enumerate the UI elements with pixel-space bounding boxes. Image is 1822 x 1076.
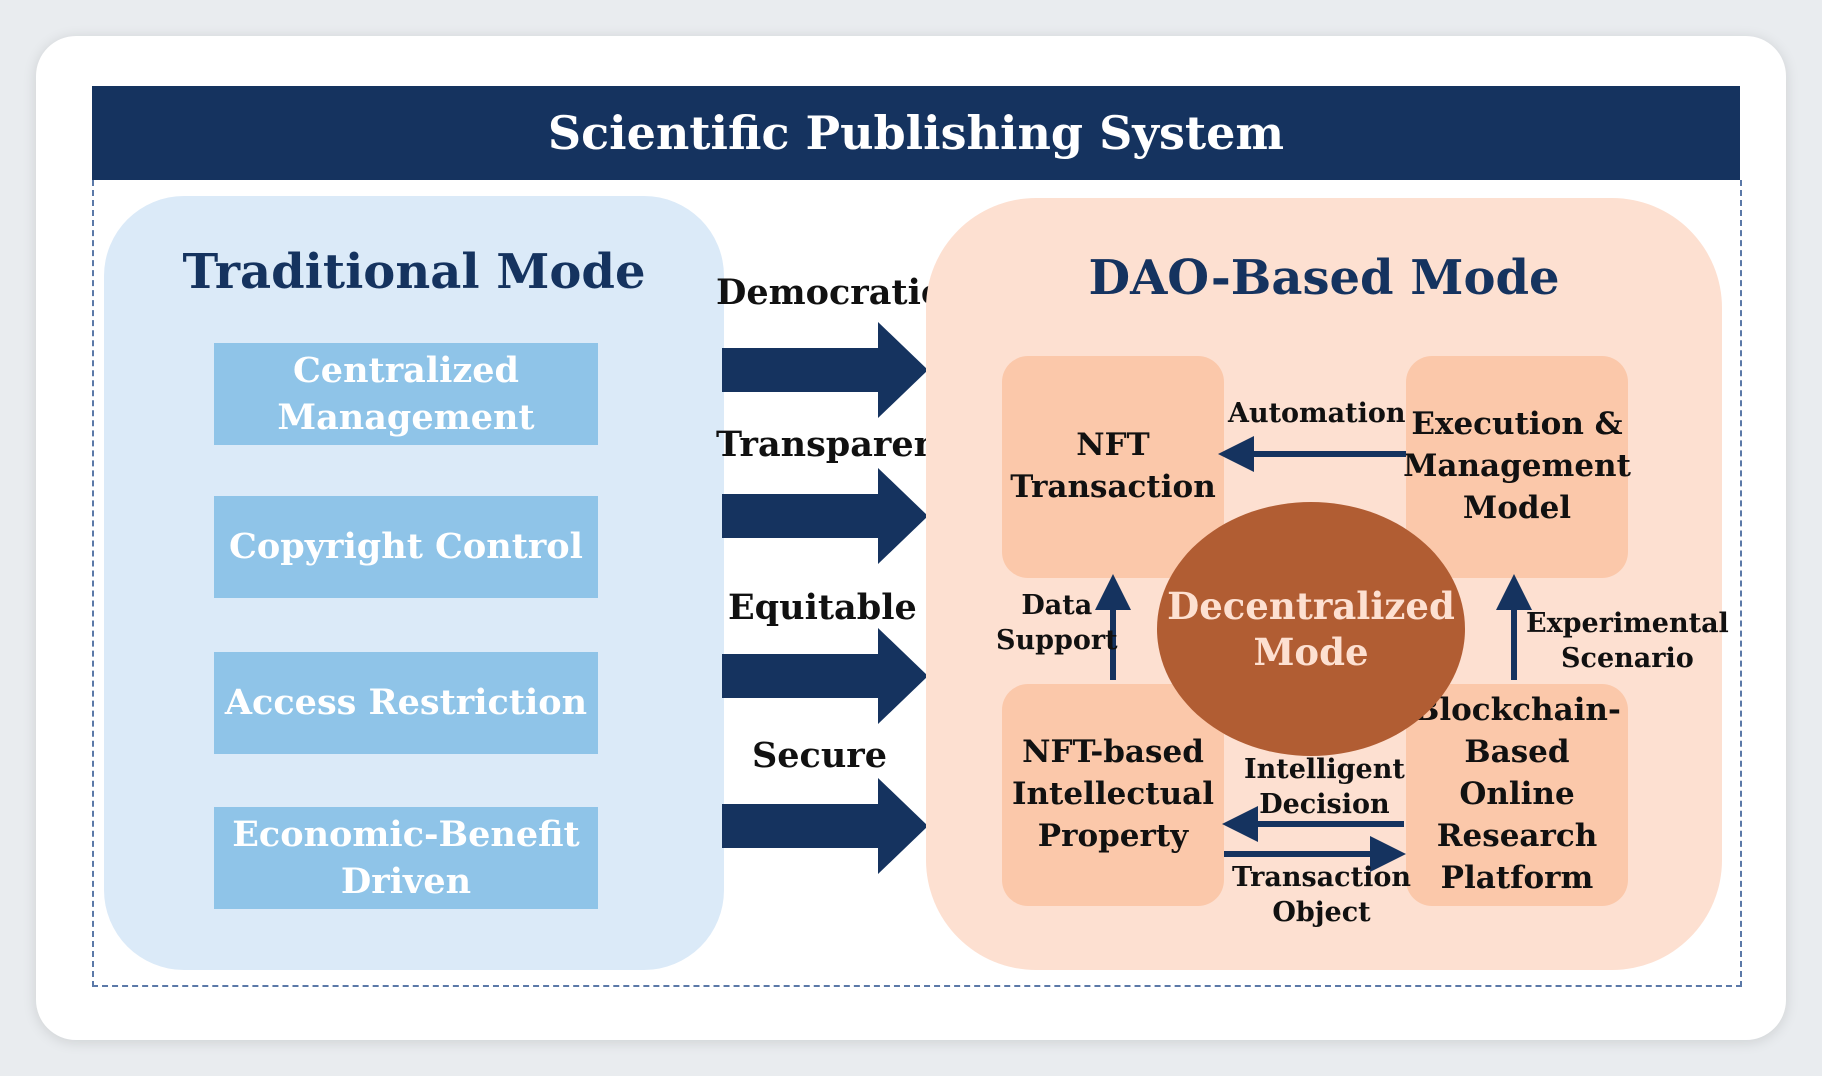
transition-label-secure: Secure — [752, 735, 888, 776]
node-line: NFT-based — [1022, 734, 1204, 771]
edge-label-line: Object — [1272, 897, 1371, 929]
edge-label-line: Experimental — [1526, 608, 1729, 639]
node-line: Research — [1436, 817, 1598, 854]
edge-label-line: Transaction — [1232, 862, 1411, 893]
edge-label-line: Support — [996, 625, 1118, 657]
transition-label-democratic: Democratic — [716, 272, 943, 313]
dao-mode-title: DAO-Based Mode — [1088, 250, 1560, 306]
node-line: Intellectual — [1012, 776, 1214, 813]
trad-item-line: Copyright Control — [229, 526, 583, 568]
transition-arrow — [722, 322, 928, 418]
edge-label-line: Scenario — [1561, 643, 1694, 675]
node-line: Based Online — [1459, 734, 1575, 813]
node-line: Model — [1462, 489, 1572, 526]
trad-item-line: Economic-Benefit — [232, 813, 580, 855]
trad-item-copyright-control: Copyright Control — [214, 496, 598, 598]
trad-item-line: Access Restriction — [224, 682, 588, 724]
node-line: Blockchain- — [1413, 692, 1621, 729]
edge-label-line: Intelligent — [1244, 754, 1405, 785]
node-line: Transaction — [1010, 469, 1216, 505]
edge-label-line: Data — [1021, 590, 1093, 621]
transition-label-transparent: Transparent — [716, 424, 956, 465]
transition-arrow — [722, 628, 928, 724]
node-nft-transaction: NFT Transaction — [1002, 356, 1224, 578]
transition-arrow — [722, 778, 928, 874]
node-line: NFT — [1076, 427, 1150, 464]
dashed-frame — [92, 180, 1742, 987]
node-line: Platform — [1440, 859, 1594, 896]
center-line: Mode — [1253, 630, 1369, 674]
trad-item-line: Centralized — [292, 349, 520, 391]
trad-item-line: Driven — [340, 861, 472, 902]
trad-item-line: Management — [277, 397, 535, 438]
transition-arrow — [722, 468, 928, 564]
edge-label-line: Decision — [1259, 789, 1390, 821]
center-line: Decentralized — [1167, 583, 1455, 628]
node-line: Execution & — [1411, 406, 1623, 443]
node-line: Property — [1037, 817, 1189, 854]
traditional-mode-title: Traditional Mode — [182, 244, 646, 300]
node-line: Management — [1403, 448, 1631, 485]
edge-label-automation: Automation — [1228, 398, 1406, 429]
diagram-title: Scientific Publishing System — [92, 86, 1740, 180]
trad-item-access-restriction: Access Restriction — [214, 652, 598, 754]
transition-label-equitable: Equitable — [728, 587, 917, 628]
